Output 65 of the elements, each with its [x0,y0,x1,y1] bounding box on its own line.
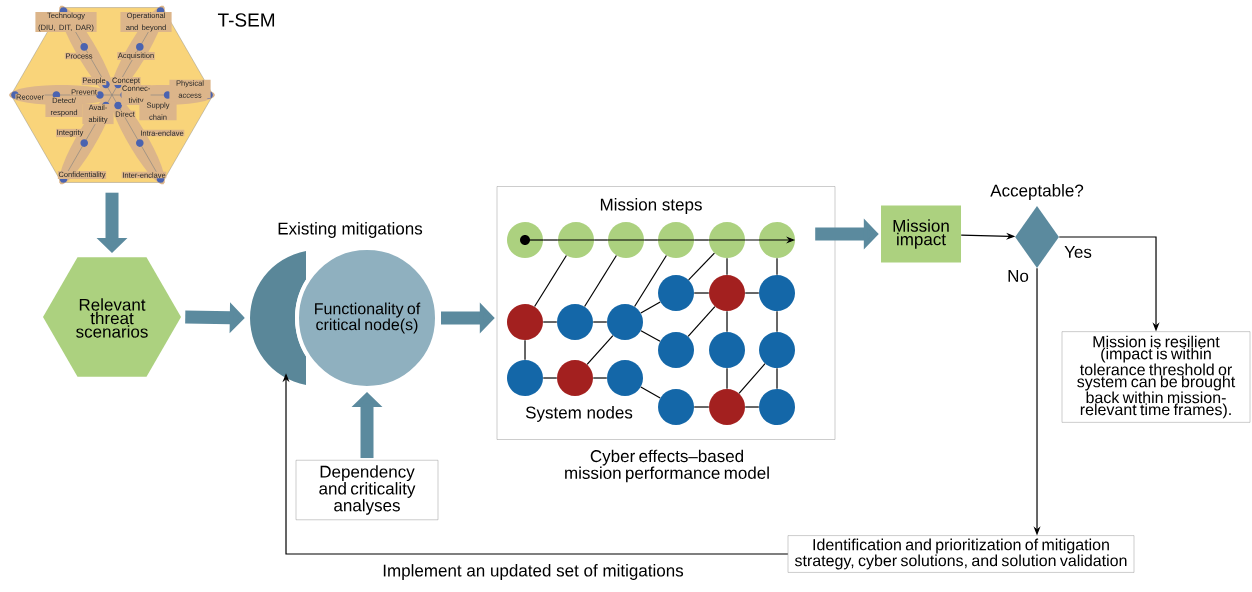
connector-line [584,254,617,308]
system-node-circle [658,275,694,311]
step-circle [759,222,795,258]
connector-line [744,406,760,408]
node-label: Cyber effects–based mission performance model [565,449,769,483]
connector-line [643,239,659,241]
connector-line [592,321,608,323]
edge-label: Yes [1063,245,1093,259]
connector-line [634,254,667,308]
system-node-circle [557,304,593,340]
connector-line [640,330,661,342]
edge-label: No [1006,269,1030,283]
connector-line [776,310,778,333]
step-circle [557,222,595,258]
step-circle [708,222,746,258]
connector-line [640,386,661,399]
connector-line [726,310,728,333]
crescent-shape [250,251,306,385]
heading-text: Existing mitigations [278,222,423,238]
connector-line [726,257,728,276]
connector-line [586,334,614,366]
system-node-circle [607,304,643,340]
model-box: Mission steps System nodes Cyber effects–based mission performance model [496,186,836,483]
connector-line [693,292,710,294]
threat-hexagon: Relevant threat scenarios [43,257,181,377]
edge-label: Implement an updated set of mitigations [381,563,685,581]
connector-line [542,377,558,379]
connector-line [534,254,567,308]
system-node-circle [709,332,745,368]
circle-node: Functionality of critical node(s) [295,246,439,390]
system-node-circle [759,389,795,425]
connector-line [688,252,715,281]
system-node-circle [557,360,593,396]
step-circle [657,222,695,258]
connector-line [744,292,760,294]
connector-line [776,367,778,390]
connector-line [693,406,710,408]
system-node-circle [507,304,543,340]
connector-line [776,257,778,276]
system-node-circle [507,360,543,396]
connector-line [726,367,728,390]
system-node-circle [607,360,643,396]
connector-line [640,301,661,314]
system-node-circle [709,389,745,425]
connector-line [693,239,710,241]
connector-line [542,239,559,241]
connector-line [687,305,716,338]
system-node-circle [759,332,795,368]
process-box: Identification and prioritization of mitigation strategy, cyber solutions, and solution validation [787,535,1135,573]
result-box: Mission is resilient (impact is within tolerance threshold or system can be brought back within mission-relevant time frames). [1061,331,1251,423]
connector-line [524,339,526,361]
system-node-circle [709,275,745,311]
system-node-circle [658,389,694,425]
process-box: Dependency and criticality analyses [295,460,439,520]
connector-line [542,321,558,323]
mission-impact-box: Mission impact [881,205,961,263]
system-node-circle [759,275,795,311]
connector-line [593,239,609,241]
node-label: Acceptable? [990,184,1084,200]
connector-line [592,377,608,379]
step-circle [607,222,645,258]
node-label: T-SEM [217,13,275,27]
step-circle [507,222,544,258]
connector-line [738,363,766,394]
system-node-circle [658,332,694,368]
